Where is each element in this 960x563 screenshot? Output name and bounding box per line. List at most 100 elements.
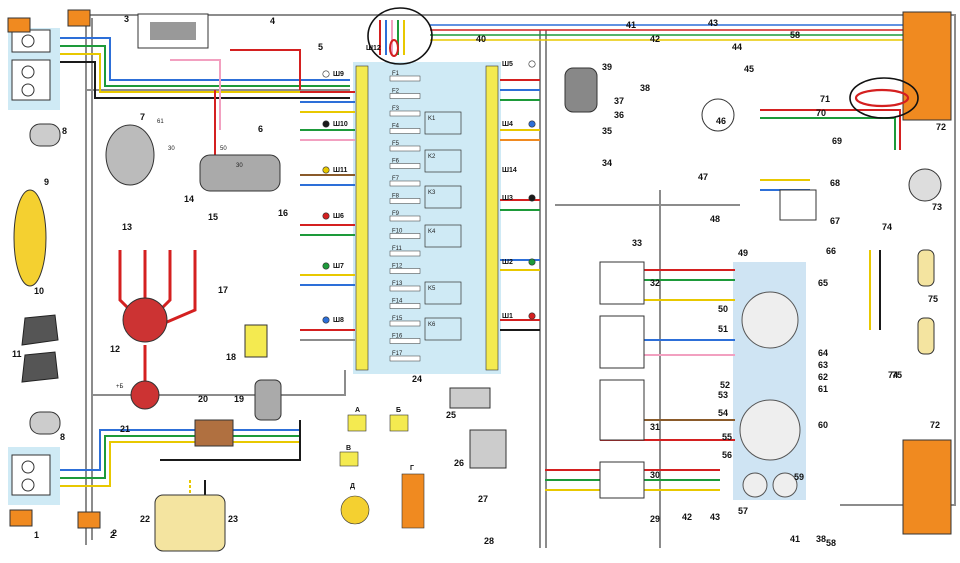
relay-25-icon [449, 387, 491, 409]
fuse-icon [389, 215, 421, 222]
component-number-label: 75 [928, 294, 938, 304]
fuse-icon [389, 198, 421, 204]
headlamp-bottom-left-icon [11, 454, 51, 496]
fuse-label: F4 [392, 124, 400, 130]
component-number-label: 44 [732, 42, 742, 52]
component-number-label: 41 [790, 534, 800, 544]
highlight-red-ring-top [389, 39, 399, 57]
component-number-label: 17 [218, 285, 228, 295]
fuse-icon [389, 93, 421, 99]
ignition-coil-icon [130, 380, 160, 410]
component-number-label: 7 [140, 112, 145, 122]
relay-icon [424, 224, 462, 248]
highlight-red-ring [854, 88, 910, 108]
component-number-label: 8 [62, 126, 67, 136]
component-number-label: 28 [484, 536, 494, 546]
connector-marker [322, 262, 330, 270]
connector-label: Ш7 [333, 263, 344, 270]
component-number-label: 31 [650, 422, 660, 432]
horn-icon [21, 351, 59, 383]
component-number-label: 43 [708, 18, 718, 28]
component-number-label: 41 [626, 20, 636, 30]
component-number-label: 73 [932, 202, 942, 212]
fuses: F1F2F3F4F5F6F7F8F9F10F11F12F13F14F15F16F… [389, 71, 421, 362]
connector-label: Ш11 [333, 167, 348, 174]
component-number-label: 38 [640, 83, 650, 93]
terminal-mark: 30 [168, 146, 175, 152]
fuse-icon [389, 250, 421, 257]
connector-label: Ш10 [333, 121, 348, 128]
connector-marker [322, 166, 330, 174]
component-number-label: 49 [738, 248, 748, 258]
component-number-label: 72 [930, 420, 940, 430]
connector-label: Ш1 [502, 313, 513, 320]
component-number-label: 21 [120, 424, 130, 434]
pin-letter-b: Б [396, 407, 401, 414]
component-number-label: 3 [124, 14, 129, 24]
fuse-label: F10 [392, 229, 403, 235]
pin-block-d [340, 495, 370, 525]
fuse-label: F17 [392, 351, 403, 357]
lamp-icon [21, 65, 35, 79]
switch-block-icon [599, 379, 645, 441]
fuse-icon [389, 145, 421, 152]
connector-marker [528, 312, 536, 320]
component-number-label: 9 [44, 177, 49, 187]
component-number-label: 14 [184, 194, 194, 204]
component-number-label: 72 [936, 122, 946, 132]
fuse-icon [389, 285, 421, 292]
fuse-icon [389, 163, 421, 169]
fuse-label: F1 [392, 71, 400, 77]
component-number-label: 2 [110, 530, 115, 540]
fuse-label: F9 [392, 211, 400, 217]
component-number-label: 74 [882, 222, 892, 232]
connector-marker [322, 120, 330, 128]
component-number-label: 46 [716, 116, 726, 126]
component-number-label: 24 [412, 374, 422, 384]
relay-label: K1 [428, 116, 436, 122]
component-number-label: 4 [270, 16, 275, 26]
component-number-label: 58 [826, 538, 836, 548]
fuel-gauge-icon [908, 168, 942, 202]
fuse-block: F1F2F3F4F5F6F7F8F9F10F11F12F13F14F15F16F… [355, 65, 499, 371]
fuse-label: F7 [392, 176, 400, 182]
terminal-mark: 50 [220, 146, 227, 152]
component-number-label: 22 [140, 514, 150, 524]
fuse-label: F11 [392, 246, 403, 252]
component-number-label: 54 [718, 408, 728, 418]
component-number-label: 55 [722, 432, 732, 442]
pin-block-b [389, 414, 409, 432]
component-number-label: 62 [818, 372, 828, 382]
component-number-label: 36 [614, 110, 624, 120]
component-number-label: 65 [818, 278, 828, 288]
pin-letter-v: В [346, 445, 351, 452]
relay-icon [424, 317, 462, 341]
relay-26-icon [469, 429, 507, 469]
component-number-label: 47 [698, 172, 708, 182]
connector-label: Ш8 [333, 317, 344, 324]
component-number-label: 61 [818, 384, 828, 394]
components [7, 9, 952, 552]
connector-marker [322, 316, 330, 324]
sensor-icon [244, 324, 268, 358]
starter-icon [199, 154, 281, 192]
relay-label: K3 [428, 190, 436, 196]
alternator-icon [105, 124, 155, 186]
fuse-icon [389, 303, 421, 309]
connector-marker [528, 120, 536, 128]
fuel-cluster-gauge-icon [772, 472, 798, 498]
component-number-label: 8 [60, 432, 65, 442]
fuse-icon [389, 180, 421, 187]
component-number-label: 40 [476, 34, 486, 44]
headlamp-bottom-icon [11, 59, 51, 101]
component-number-label: 37 [614, 96, 624, 106]
component-number-label: 42 [682, 512, 692, 522]
switch-unit-icon [194, 419, 234, 447]
relay-label: K6 [428, 322, 436, 328]
component-number-label: 20 [198, 394, 208, 404]
fuse-icon [389, 338, 421, 344]
component-number-label: 48 [710, 214, 720, 224]
side-indicator-icon [9, 509, 33, 527]
tachometer-icon [741, 291, 799, 349]
